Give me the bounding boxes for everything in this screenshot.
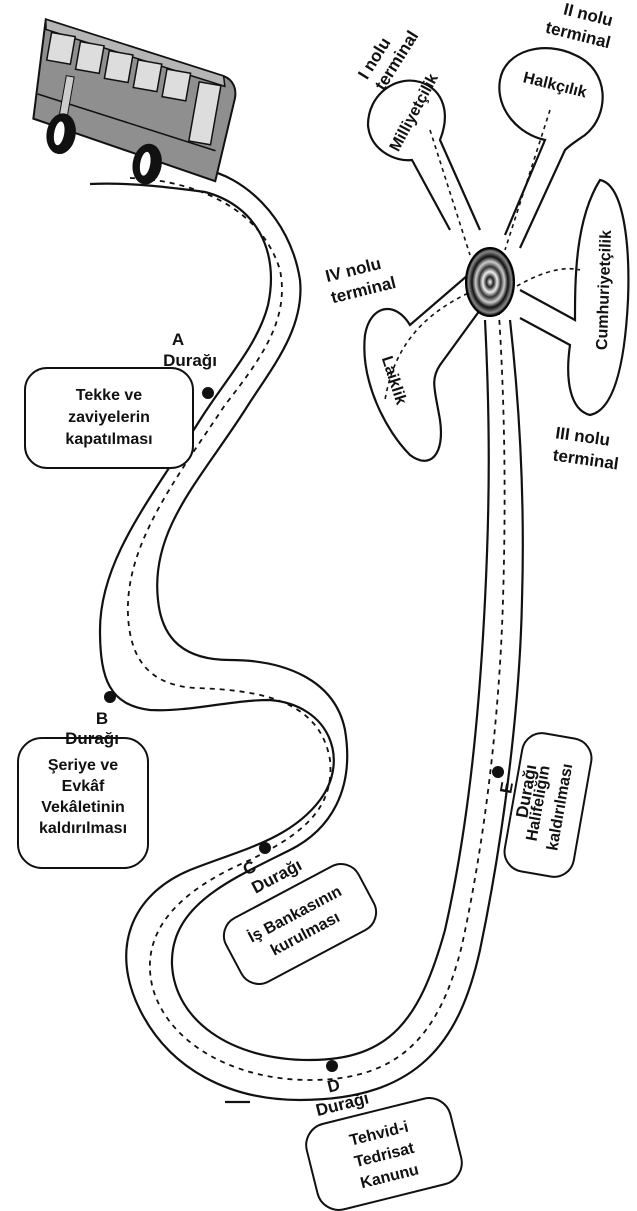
stop-d-box [305,1097,463,1211]
dash-t4 [384,289,476,401]
stop-c-dot [259,842,271,854]
stop-b-box-line-4: kaldırılması [39,820,127,837]
road-centerline [127,177,506,1081]
terminal-hub [363,47,630,462]
stop-c-box [222,863,378,985]
stop-b-label: Durağı [65,729,119,748]
stop-a-box-line-1: Tekke ve [76,387,143,404]
stop-a-letter: A [172,330,184,349]
terminal-1-bubble [366,79,482,231]
stop-a-label: Durağı [163,351,217,370]
stop-d-letter: D [325,1075,342,1096]
stop-b-box [17,737,149,869]
terminal-dashes [384,109,581,401]
stop-d-dot [326,1060,338,1072]
terminal-2-bubble [498,47,604,249]
stop-a-box-line-2: zaviyelerin [68,409,150,426]
terminal-3-bubble [519,178,630,417]
road-edge-inner [156,168,490,1062]
stop-e-letter: E [496,780,517,794]
stop-b-box-line-1: Şeriye ve [48,757,118,774]
dash-t1 [429,129,471,256]
dash-t2 [504,109,551,251]
stop-b-dot [104,691,116,703]
stop-e-box [503,732,593,878]
road-edge-right [299,319,524,1102]
bus-icon [32,17,237,185]
terminal-3-principle: Cumhuriyetçilik [594,230,615,351]
hub-swirl-icon [465,247,515,317]
stop-e-dot [492,766,504,778]
stop-b-box-line-2: Evkâf [62,778,105,795]
stop-a-box [24,367,194,469]
road-edge-outer [89,182,335,1102]
terminal-3-label-line-2: terminal [552,446,620,474]
stop-a-dot [202,387,214,399]
dash-t3 [509,267,581,291]
stop-b-box-line-3: Vekâletinin [41,799,125,816]
terminal-4-bubble [363,274,481,462]
stop-b-letter: B [96,709,108,728]
road [89,168,524,1104]
stop-a-box-line-3: kapatılması [65,431,152,448]
